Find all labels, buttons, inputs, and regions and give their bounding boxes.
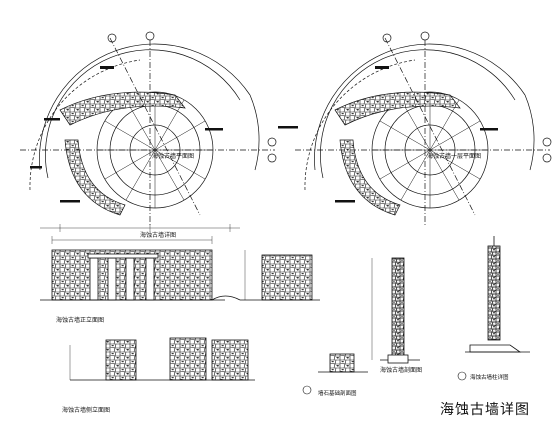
left-plan-annotations <box>30 66 223 203</box>
column-detail <box>465 236 530 353</box>
side-elevation <box>211 250 320 301</box>
section-marker <box>302 385 312 395</box>
column-detail-label: 海蚀古墙柱详图 <box>470 373 509 381</box>
front-elevation-label: 海蚀古墙正立面图 <box>56 316 104 324</box>
wall-section <box>371 257 420 364</box>
left-spiral-plan <box>20 31 277 232</box>
column-detail-marker <box>457 371 467 381</box>
left-plan-label: 海蚀古墙平面图 <box>152 152 194 160</box>
foundation-section-label: 墙石基础剖面图 <box>318 389 357 397</box>
front-elevation <box>40 236 225 301</box>
foundation-section <box>318 353 368 373</box>
right-spiral-plan <box>295 31 552 225</box>
right-plan-label: 海蚀古墙一层平面图 <box>427 152 481 160</box>
sheet-title: 海蚀古墙详图 <box>440 402 530 418</box>
front-elevation-title: 海蚀古墙详图 <box>140 231 176 239</box>
wall-section-label: 海蚀古墙剖面图 <box>380 366 422 374</box>
right-plan-annotations <box>278 66 498 203</box>
lower-elevations <box>69 337 255 381</box>
side-elevation-label: 海蚀古墙侧立面图 <box>62 406 110 414</box>
